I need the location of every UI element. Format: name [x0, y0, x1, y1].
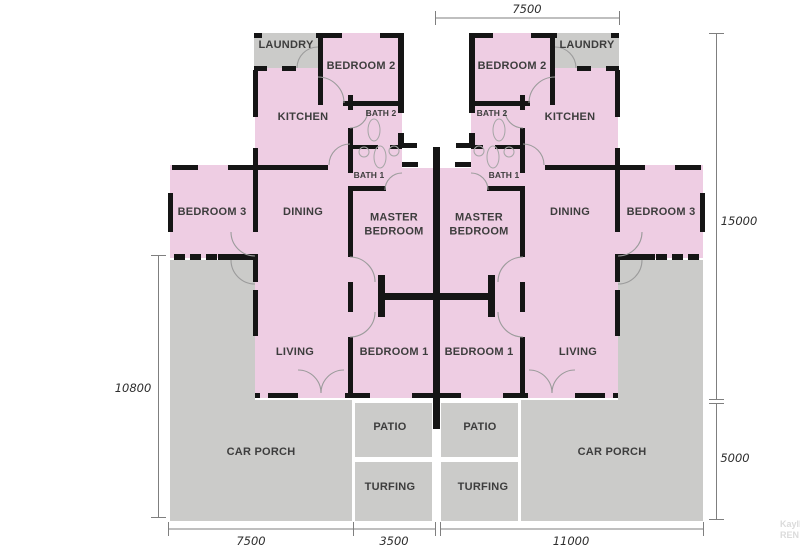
dimension-bottom-left: 7500 — [236, 534, 266, 548]
dimension-top-width: 7500 — [512, 2, 542, 16]
room-label-bedroom3-right: BEDROOM 3 — [626, 206, 696, 218]
area-carporch-left-lower — [170, 400, 352, 521]
room-label-turfing-left: TURFING — [364, 481, 416, 493]
room-label-bath1-right: BATH 1 — [488, 170, 520, 180]
watermark-line2: REN — [780, 529, 800, 540]
room-label-kitchen-right: KITCHEN — [544, 111, 596, 123]
room-label-laundry-left: LAUNDRY — [258, 39, 314, 51]
room-label-bath2-left: BATH 2 — [365, 108, 397, 118]
dimension-right-lower: 5000 — [720, 451, 750, 465]
dimension-left-height: 10800 — [114, 381, 152, 395]
room-label-master-bedroom-right: MASTER BEDROOM — [449, 211, 509, 238]
area-turfing-right — [441, 462, 518, 521]
bath-fixtures — [358, 118, 515, 169]
room-label-bedroom2-left: BEDROOM 2 — [326, 60, 396, 72]
room-label-dining-left: DINING — [283, 206, 323, 218]
room-label-laundry-right: LAUNDRY — [559, 39, 615, 51]
room-label-kitchen-left: KITCHEN — [277, 111, 329, 123]
area-bedroom2-left — [318, 33, 402, 110]
area-turfing-left — [355, 462, 432, 521]
room-label-turfing-right: TURFING — [457, 481, 509, 493]
room-label-car-porch-left: CAR PORCH — [226, 446, 296, 458]
room-label-bedroom1-left: BEDROOM 1 — [359, 346, 429, 358]
room-label-patio-left: PATIO — [373, 421, 407, 433]
walls — [168, 33, 705, 429]
room-label-patio-right: PATIO — [463, 421, 497, 433]
area-patio-left — [355, 403, 432, 457]
watermark-line1: KayII — [780, 519, 800, 529]
area-bedroom3-right — [618, 165, 703, 258]
area-bedroom2-right — [471, 33, 555, 110]
area-bedroom3-left — [170, 165, 255, 258]
area-unit-right-lower — [438, 168, 618, 398]
area-carporch-right-lower — [521, 400, 703, 521]
room-label-living-left: LIVING — [275, 346, 315, 358]
room-label-living-right: LIVING — [558, 346, 598, 358]
room-label-bedroom3-left: BEDROOM 3 — [177, 206, 247, 218]
area-carporch-right-upper — [618, 260, 703, 400]
area-patio-right — [441, 403, 518, 457]
area-laundry-right — [555, 33, 619, 68]
room-label-car-porch-right: CAR PORCH — [577, 446, 647, 458]
room-label-master-bedroom-left: MASTER BEDROOM — [364, 211, 424, 238]
room-label-bedroom2-right: BEDROOM 2 — [477, 60, 547, 72]
area-laundry-left — [254, 33, 318, 68]
area-unit-left-lower — [255, 168, 435, 398]
area-carporch-left-upper — [170, 260, 255, 400]
dimension-bottom-right: 11000 — [552, 534, 590, 548]
dimension-lines — [151, 11, 724, 536]
room-label-bath2-right: BATH 2 — [476, 108, 508, 118]
room-label-bath1-left: BATH 1 — [353, 170, 385, 180]
door-arcs — [230, 46, 643, 394]
dimension-right-upper: 15000 — [720, 214, 758, 228]
watermark: KayII REN — [780, 519, 800, 541]
dimension-bottom-middle: 3500 — [379, 534, 409, 548]
room-label-bedroom1-right: BEDROOM 1 — [444, 346, 514, 358]
room-label-dining-right: DINING — [550, 206, 590, 218]
